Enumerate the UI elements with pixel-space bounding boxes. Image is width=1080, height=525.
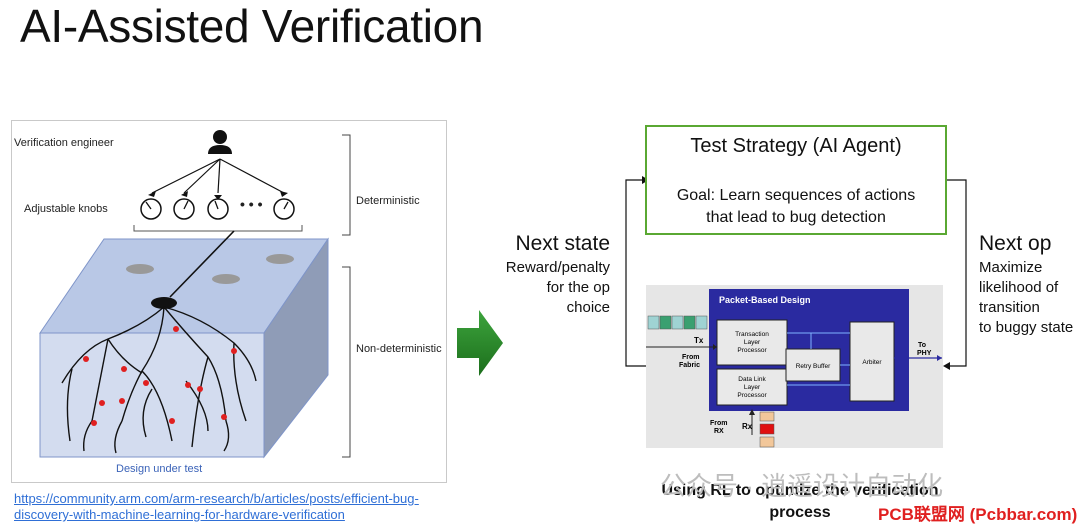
retry-label: Retry Buffer (796, 363, 831, 370)
pkt-heading: Packet-Based Design (719, 295, 811, 305)
tlp-line-3: Processor (737, 347, 767, 354)
loop-arrowhead-right (943, 362, 950, 370)
tlp-line-2: Layer (744, 339, 761, 346)
entry-node (151, 297, 177, 309)
person-icon (208, 130, 232, 154)
state-blobs (126, 254, 294, 284)
state-tree (61, 306, 257, 454)
knobs-brace (133, 225, 303, 232)
design-cube (39, 237, 329, 459)
page-title: AI-Assisted Verification (20, 0, 484, 52)
knobs-label: Adjustable knobs (24, 203, 108, 215)
goal-line-2: that lead to bug detection (706, 209, 886, 226)
rx-packets (759, 411, 775, 448)
caption: Using RL to optimize the verification pr… (640, 480, 960, 524)
knob-arrows (151, 158, 285, 194)
verification-diagram-panel: Verification engineer Adjustable knobs •… (11, 120, 447, 483)
next-state-line-1: Reward/penalty (505, 259, 610, 276)
arbiter-box (849, 321, 895, 402)
tlp-box (716, 319, 788, 366)
dllp-box (716, 368, 788, 406)
knob-ellipsis: • • • (240, 196, 263, 212)
next-op-line-3: transition (979, 299, 1040, 316)
goal-line-1: Goal: Learn sequences of actions (676, 187, 916, 204)
packet-design-svg: Packet-Based Design Transaction Layer Pr… (646, 289, 942, 448)
next-op-line-1: Maximize (979, 259, 1043, 276)
feedback-loop (625, 176, 967, 370)
tlp-line-1: Transaction (735, 331, 769, 338)
test-strategy-box: Test Strategy (AI Agent) Goal: Learn seq… (645, 125, 947, 235)
strategy-goal: Goal: Learn sequences of actions that le… (647, 185, 945, 229)
next-op-block: Next op Maximize likelihood of transitio… (979, 232, 1073, 338)
to-phy-1: To (918, 342, 926, 349)
verification-diagram (39, 130, 351, 459)
nondeterministic-label: Non-deterministic (356, 343, 442, 355)
arbiter-label: Arbiter (862, 359, 882, 366)
next-state-block: Next state Reward/penalty for the op cho… (506, 232, 610, 318)
arrow-heads (148, 191, 288, 200)
from-rx-2: RX (714, 428, 724, 435)
from-rx-1: From (710, 420, 728, 427)
from-fabric-2: Fabric (679, 362, 700, 369)
caption-line-2: process (769, 504, 831, 521)
knob-pointers (145, 200, 289, 210)
bug-dots (83, 326, 237, 426)
dllp-line-1: Data Link (738, 376, 766, 383)
design-label: Design under test (116, 463, 203, 475)
tx-packets (647, 315, 708, 330)
deterministic-brace (342, 134, 351, 236)
next-op-title: Next op (979, 232, 1052, 255)
watermark-site: PCB联盟网 (Pcbbar.com) (878, 505, 1078, 524)
from-fabric-1: From (682, 354, 700, 361)
engineer-label: Verification engineer (14, 137, 114, 149)
green-arrow-icon (457, 310, 503, 376)
to-phy-2: PHY (917, 350, 932, 357)
next-state-line-2: for the op (546, 279, 610, 296)
next-op-line-2: likelihood of (979, 279, 1059, 296)
next-state-title: Next state (515, 232, 610, 255)
watermark-text: 公众号 · 逍遥设计自动化 (660, 471, 944, 501)
tx-label: Tx (694, 336, 704, 345)
caption-line-1: Using RL to optimize the verification (661, 482, 939, 499)
rx-label: Rx (742, 422, 753, 431)
deterministic-label: Deterministic (356, 195, 420, 207)
source-link[interactable]: https://community.arm.com/arm-research/b… (14, 491, 419, 522)
next-state-line-3: choice (566, 299, 610, 316)
nondeterministic-brace (342, 266, 351, 458)
next-op-line-4: to buggy state (979, 319, 1074, 336)
dllp-line-2: Layer (744, 384, 761, 391)
dllp-line-3: Processor (737, 392, 767, 399)
input-arrow (169, 230, 235, 298)
strategy-heading: Test Strategy (AI Agent) (690, 135, 902, 157)
packet-design-diagram: Packet-Based Design Transaction Layer Pr… (646, 285, 943, 448)
